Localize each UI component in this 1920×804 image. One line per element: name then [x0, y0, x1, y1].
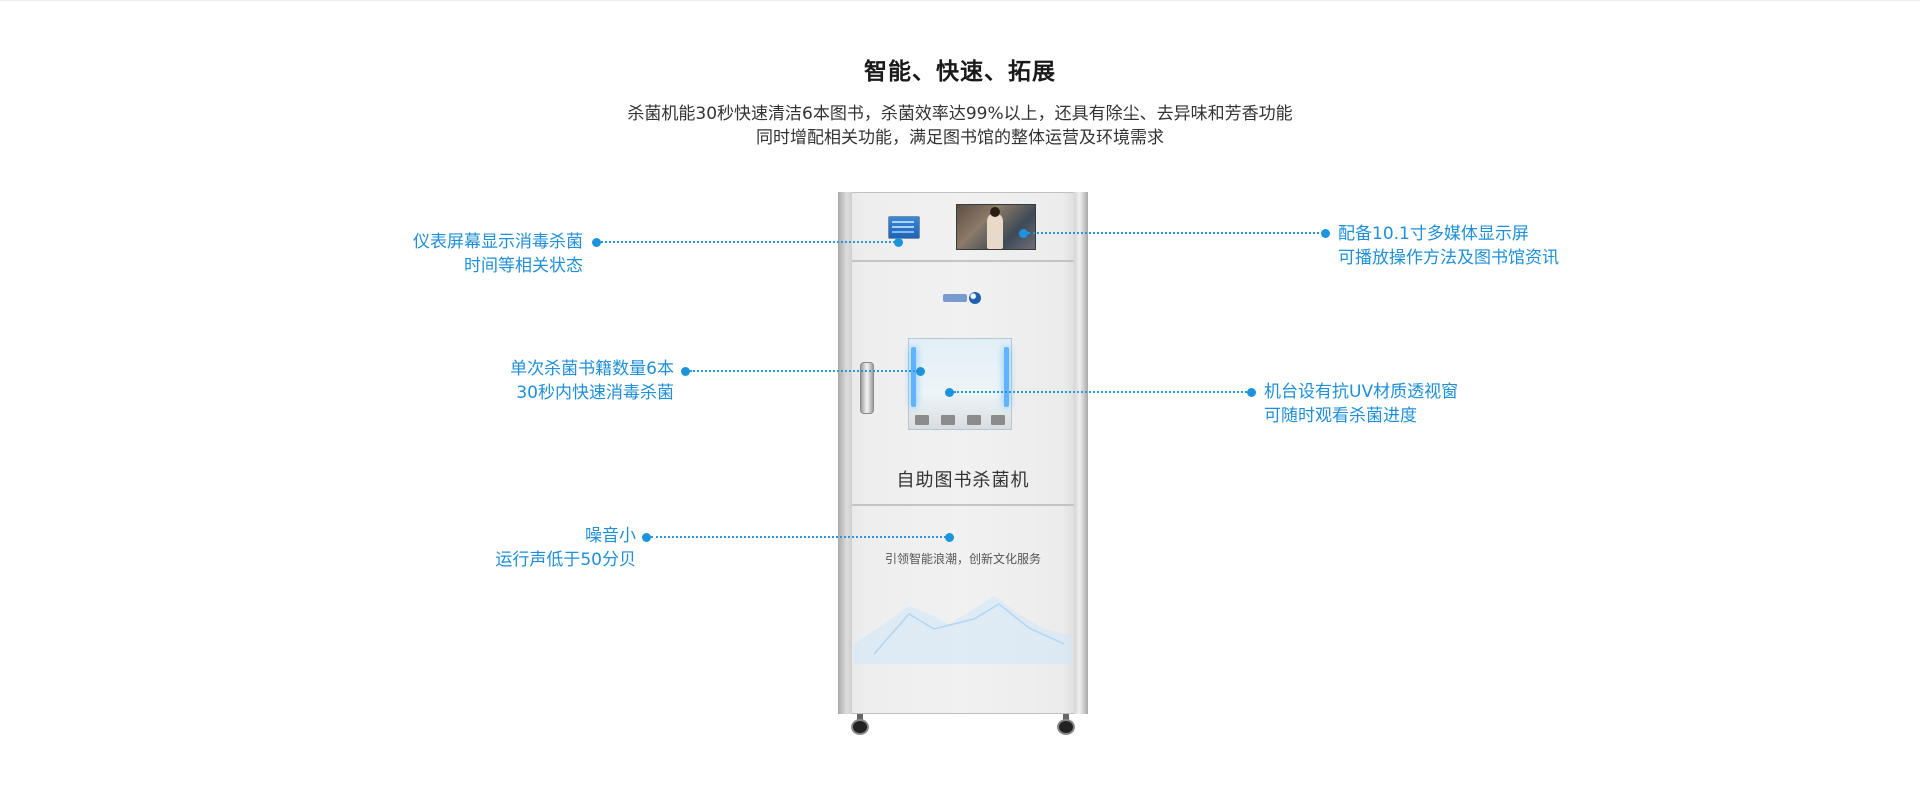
callout-noise-line1: 噪音小	[585, 526, 636, 546]
caster-tire	[851, 719, 869, 735]
presenter-figure	[987, 207, 1003, 249]
machine-slogan: 引领智能浪潮，创新文化服务	[884, 552, 1041, 566]
section-subtitle-line2: 同时增配相关功能，满足图书馆的整体运营及环境需求	[756, 128, 1164, 148]
callout-window-anchor-dot	[945, 388, 954, 397]
section-title: 智能、快速、拓展	[864, 59, 1056, 85]
callout-noise: 噪音小 运行声低于50分贝	[430, 524, 636, 572]
callout-capacity-line2: 30秒内快速消毒杀菌	[516, 383, 674, 403]
callout-uv-window: 机台设有抗UV材质透视窗 可随时观看杀菌进度	[1264, 380, 1564, 428]
book-sterilizer-machine: 自助图书杀菌机 引领智能浪潮，创新文化服务	[838, 192, 1088, 740]
book-slot	[991, 415, 1005, 425]
book-slot	[941, 415, 955, 425]
callout-noise-dot	[642, 533, 651, 542]
machine-name-label: 自助图书杀菌机	[896, 470, 1030, 491]
callout-screen-line1: 配备10.1寸多媒体显示屏	[1338, 224, 1529, 244]
callout-capacity: 单次杀菌书籍数量6本 30秒内快速消毒杀菌	[430, 357, 674, 405]
caster-wheel-left	[850, 714, 870, 736]
callout-capacity-dot	[681, 367, 690, 376]
cabinet-left-edge	[838, 192, 852, 714]
callout-capacity-leader-line	[690, 370, 918, 372]
logo-emblem-icon	[969, 292, 981, 304]
callout-window-leader-line	[954, 391, 1247, 393]
uv-lamp-left	[911, 347, 916, 407]
multimedia-display-screen	[956, 204, 1036, 250]
panel-seam-bottom	[852, 504, 1074, 506]
uv-viewing-window	[908, 338, 1012, 430]
callout-window-line1: 机台设有抗UV材质透视窗	[1264, 382, 1459, 402]
callout-display-anchor-dot	[894, 238, 903, 247]
top-divider	[0, 0, 1920, 1]
door-handle	[860, 362, 874, 414]
callout-screen-line2: 可播放操作方法及图书馆资讯	[1338, 248, 1559, 268]
callout-screen-dot	[1321, 229, 1330, 238]
callout-window-dot	[1247, 388, 1256, 397]
callout-display-line2: 时间等相关状态	[464, 256, 583, 276]
panel-seam-top	[852, 260, 1074, 262]
callout-display-dot	[592, 238, 601, 247]
section-subtitle-line1: 杀菌机能30秒快速清洁6本图书，杀菌效率达99%以上，还具有除尘、去异味和芳香功…	[627, 104, 1293, 124]
caster-tire	[1057, 719, 1075, 735]
logo-wordmark	[943, 294, 967, 302]
caster-wheel-right	[1056, 714, 1076, 736]
brand-logo	[943, 292, 983, 304]
callout-screen-leader-line	[1028, 232, 1319, 234]
cabinet-right-edge	[1074, 192, 1088, 714]
callout-noise-line2: 运行声低于50分贝	[495, 550, 636, 570]
book-slot	[915, 415, 929, 425]
callout-capacity-anchor-dot	[916, 367, 925, 376]
callout-display-line1: 仪表屏幕显示消毒杀菌	[413, 232, 583, 252]
callout-screen-anchor-dot	[1019, 229, 1028, 238]
callout-noise-anchor-dot	[945, 533, 954, 542]
callout-capacity-line1: 单次杀菌书籍数量6本	[510, 359, 674, 379]
caster-stem	[857, 714, 863, 720]
callout-multimedia-screen: 配备10.1寸多媒体显示屏 可播放操作方法及图书馆资讯	[1338, 222, 1638, 270]
book-slot	[967, 415, 981, 425]
uv-lamp-right	[1004, 347, 1009, 407]
caster-stem	[1063, 714, 1069, 720]
callout-display-leader-line	[601, 241, 899, 243]
status-lcd-screen	[888, 216, 920, 239]
callout-display-status: 仪表屏幕显示消毒杀菌 时间等相关状态	[340, 230, 583, 278]
callout-noise-leader-line	[651, 536, 950, 538]
callout-window-line2: 可随时观看杀菌进度	[1264, 406, 1417, 426]
mountain-decoration	[854, 596, 1072, 664]
